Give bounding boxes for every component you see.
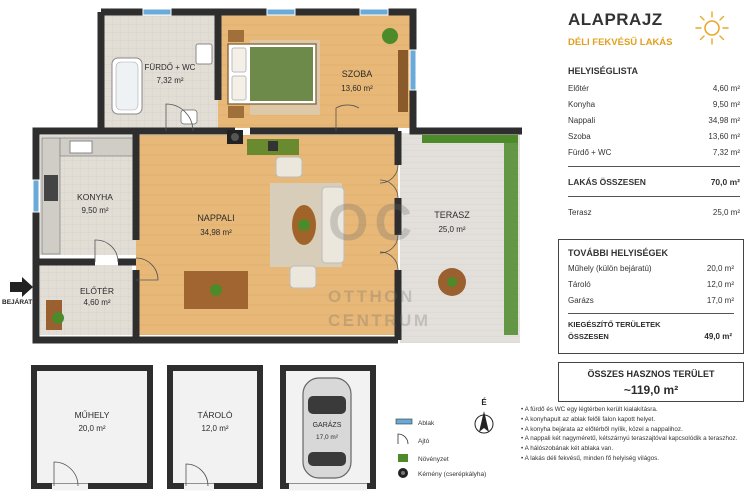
svg-text:Ablak: Ablak [418, 420, 435, 427]
note-item: • A hálószobának két ablaka van. [521, 445, 614, 453]
extra-rooms-heading: TOVÁBBI HELYISÉGEK [568, 248, 669, 258]
stove [44, 175, 58, 201]
svg-text:OC: OC [328, 194, 418, 252]
room-terasz [400, 133, 520, 343]
total-area-box: ÖSSZES HASZNOS TERÜLET ~119,0 m² [558, 362, 744, 402]
extra-room-row: Műhely (külön bejáratú)20,0 m² [568, 264, 734, 273]
info-panel: ALAPRAJZ DÉLI FEKVÉSŰ LAKÁS HELYISÉGLIST… [521, 0, 750, 500]
extra-total-label-2: ÖSSZESEN [568, 332, 609, 341]
label-konyha-name: KONYHA [77, 192, 113, 202]
room-tarolo [167, 365, 263, 491]
svg-text:CENTRUM: CENTRUM [328, 311, 431, 330]
room-konyha [40, 135, 136, 255]
divider [568, 313, 734, 314]
room-garazs [280, 365, 376, 491]
legend: Ablak Ajtó Növényzet Kémény (cserépkályh… [395, 418, 486, 478]
page-title: ALAPRAJZ [568, 10, 663, 29]
notes-list: • A fürdő és WC egy légtérben került kia… [520, 406, 742, 465]
total-area-label: ÖSSZES HASZNOS TERÜLET [587, 369, 715, 379]
svg-text:Növényzet: Növényzet [418, 456, 449, 463]
extra-rooms-box: TOVÁBBI HELYISÉGEK Műhely (külön bejárat… [558, 239, 744, 354]
label-eloter-name: ELŐTÉR [80, 286, 114, 296]
window-icon [395, 418, 413, 425]
floor-plan: BEJÁRAT OC OTTHON CENTRUM FÜRDŐ + WC 7,3… [2, 8, 522, 491]
kitchen-sink [69, 140, 93, 154]
plant-icon [398, 454, 408, 462]
svg-text:Ajtó: Ajtó [418, 438, 430, 445]
note-item: • A lakás déli fekvésű, minden fő helyis… [521, 454, 660, 462]
note-item: • A nappali két nagyméretű, kétszárnyú t… [521, 435, 738, 443]
label-szoba-name: SZOBA [342, 69, 373, 79]
wardrobe [398, 50, 408, 112]
svg-text:É: É [481, 398, 487, 407]
plant [382, 28, 398, 44]
plant-strip [422, 135, 518, 143]
door-icon [94, 103, 399, 281]
entrance-label: BEJÁRAT [2, 297, 32, 306]
divider [568, 196, 740, 197]
room-nappali [136, 135, 398, 335]
extra-total-label-1: KIEGÉSZÍTŐ TERÜLETEK [568, 320, 661, 329]
door-icon [397, 433, 409, 445]
armchair [275, 156, 303, 178]
entrance-arrow-icon [10, 277, 33, 297]
label-tarolo-name: TÁROLÓ [198, 410, 233, 420]
room-muhely [31, 365, 153, 491]
label-garazs-area: 17,0 m² [316, 434, 339, 441]
total-area-value: ~119,0 m² [623, 383, 679, 397]
label-terasz-name: TERASZ [434, 210, 470, 220]
label-furdo-area: 7,32 m² [156, 76, 183, 85]
sofa [321, 186, 345, 264]
svg-text:Kémény (cserépkályha): Kémény (cserépkályha) [418, 471, 486, 478]
label-muhely-area: 20,0 m² [78, 424, 105, 433]
room-szoba [218, 14, 410, 128]
window-icon [32, 8, 417, 213]
svg-text:OTTHON: OTTHON [328, 287, 415, 306]
note-item: • A fürdő és WC egy légtérben került kia… [521, 406, 658, 413]
label-szoba-area: 13,60 m² [341, 84, 373, 93]
label-tarolo-area: 12,0 m² [201, 424, 228, 433]
label-konyha-area: 9,50 m² [81, 206, 108, 215]
sun-icon [695, 11, 729, 45]
divider [568, 166, 740, 167]
room-list-heading: HELYISÉGLISTA [568, 66, 639, 76]
car-icon [302, 377, 352, 479]
page-subtitle: DÉLI FEKVÉSŰ LAKÁS [568, 37, 673, 48]
armchair [289, 265, 317, 289]
label-garazs-name: GARÁZS [313, 420, 342, 429]
label-nappali-name: NAPPALI [197, 213, 234, 223]
watermark-logo: OC OTTHON CENTRUM [328, 194, 431, 330]
label-terasz-area: 25,0 m² [438, 225, 465, 234]
room-furdo [104, 14, 218, 128]
label-furdo-name: FÜRDŐ + WC [145, 63, 196, 72]
label-muhely-name: MŰHELY [75, 410, 110, 420]
room-eloter [40, 265, 132, 335]
label-eloter-area: 4,60 m² [83, 298, 110, 307]
sink [195, 43, 213, 65]
note-item: • A konyhapult az ablak felőli falon kap… [521, 415, 656, 423]
note-item: • A konyha bejárata az előtérből nyílik,… [521, 425, 683, 433]
label-nappali-area: 34,98 m² [200, 228, 232, 237]
north-arrow-icon: É [474, 398, 494, 434]
extra-total-value: 49,0 m² [704, 332, 732, 341]
